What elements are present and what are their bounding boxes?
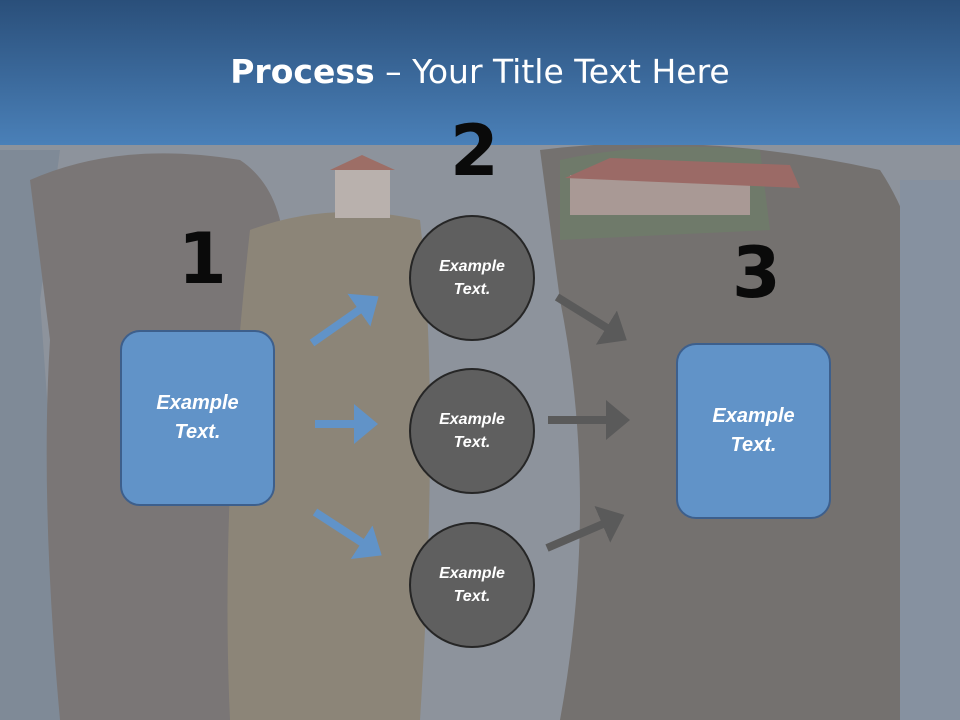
step-number-3: 3 [732,232,781,314]
step-2-circle-middle: Example Text. [409,368,535,494]
circle-bottom-text: Example Text. [439,564,505,605]
step-number-1: 1 [178,218,227,300]
step-1-text: Example Text. [156,392,239,443]
step-3-box: Example Text. [676,343,831,519]
slide-title: Process – Your Title Text Here [0,52,960,91]
title-rest: – Your Title Text Here [374,52,730,91]
step-3-text: Example Text. [712,405,795,456]
circle-middle-text: Example Text. [439,410,505,451]
step-2-circle-bottom: Example Text. [409,522,535,648]
title-bold: Process [230,52,375,91]
circle-top-text: Example Text. [439,257,505,298]
step-1-box: Example Text. [120,330,275,506]
title-banner [0,0,960,145]
step-2-circle-top: Example Text. [409,215,535,341]
step-number-2: 2 [450,110,499,192]
